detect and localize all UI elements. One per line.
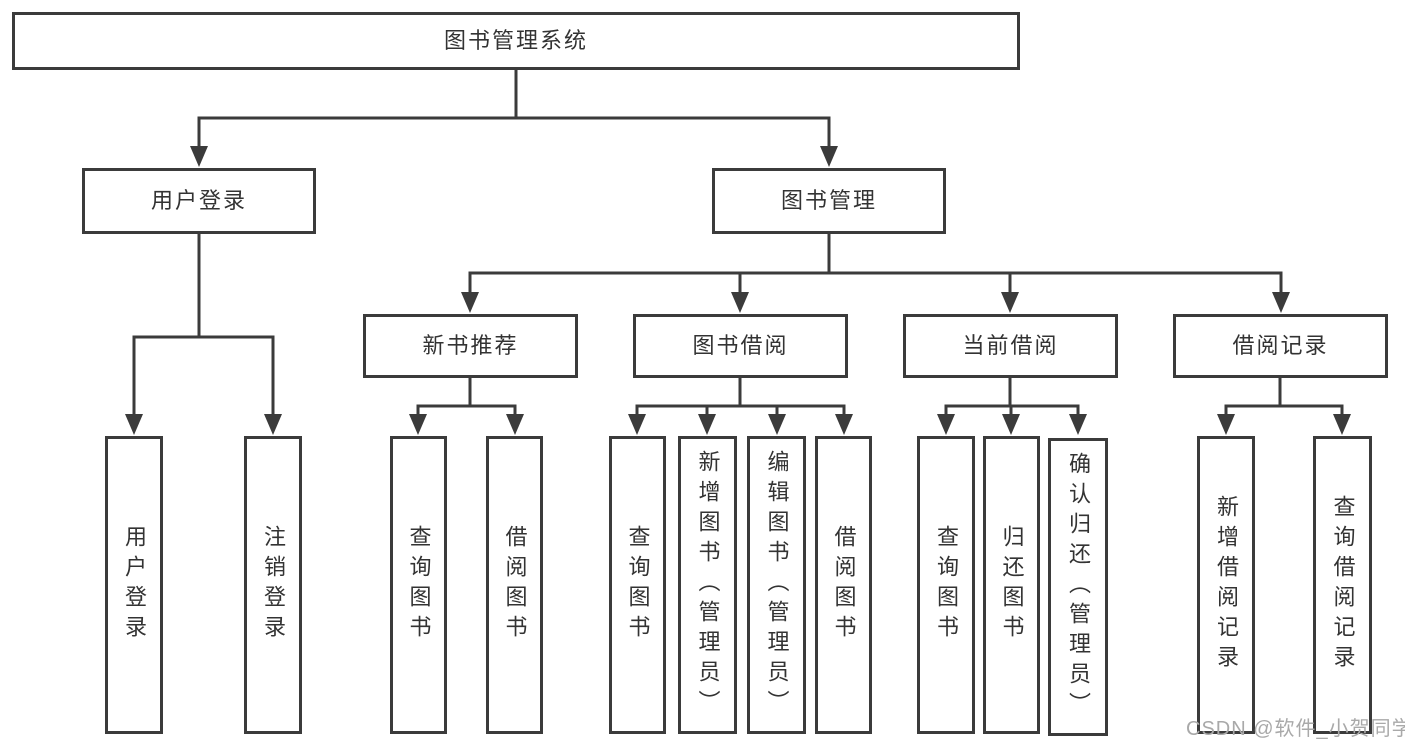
arrow-icon xyxy=(190,146,208,167)
branch-book-management: 图书管理 xyxy=(712,168,946,234)
arrow-icon xyxy=(461,292,479,313)
arrow-icon xyxy=(835,414,853,435)
arrow-icon xyxy=(1217,414,1235,435)
arrow-icon xyxy=(1272,292,1290,313)
leaf-query-book-recommend: 查询图书 xyxy=(390,436,447,734)
leaf-query-borrow-record: 查询借阅记录 xyxy=(1313,436,1372,734)
csdn-watermark: CSDN @软件_小贺同学 xyxy=(1186,718,1405,740)
leaf-confirm-return-admin: 确认归还（管理员） xyxy=(1048,438,1108,736)
leaf-borrow-book-recommend: 借阅图书 xyxy=(486,436,543,734)
arrow-icon xyxy=(820,146,838,167)
group-borrow-records: 借阅记录 xyxy=(1173,314,1388,378)
arrow-icon xyxy=(125,414,143,435)
branch-user-login: 用户登录 xyxy=(82,168,316,234)
arrow-icon xyxy=(409,414,427,435)
arrow-icon xyxy=(628,414,646,435)
leaf-edit-book-admin: 编辑图书（管理员） xyxy=(747,436,806,734)
arrow-icon xyxy=(506,414,524,435)
arrow-icon xyxy=(698,414,716,435)
leaf-add-borrow-record: 新增借阅记录 xyxy=(1197,436,1255,734)
leaf-user-login: 用户登录 xyxy=(105,436,163,734)
arrow-icon xyxy=(1333,414,1351,435)
group-book-borrow: 图书借阅 xyxy=(633,314,848,378)
arrowheads xyxy=(125,146,1351,435)
group-new-book-recommend: 新书推荐 xyxy=(363,314,578,378)
leaf-query-book-current: 查询图书 xyxy=(917,436,975,734)
leaf-query-book-borrow: 查询图书 xyxy=(609,436,666,734)
leaf-add-book-admin: 新增图书（管理员） xyxy=(678,436,737,734)
leaf-borrow-book: 借阅图书 xyxy=(815,436,872,734)
arrow-icon xyxy=(1001,292,1019,313)
group-current-borrow: 当前借阅 xyxy=(903,314,1118,378)
arrow-icon xyxy=(937,414,955,435)
arrow-icon xyxy=(1069,414,1087,435)
arrow-icon xyxy=(264,414,282,435)
root-node-library-system: 图书管理系统 xyxy=(12,12,1020,70)
arrow-icon xyxy=(1002,414,1020,435)
arrow-icon xyxy=(768,414,786,435)
leaf-logout: 注销登录 xyxy=(244,436,302,734)
arrow-icon xyxy=(731,292,749,313)
leaf-return-book: 归还图书 xyxy=(983,436,1040,734)
